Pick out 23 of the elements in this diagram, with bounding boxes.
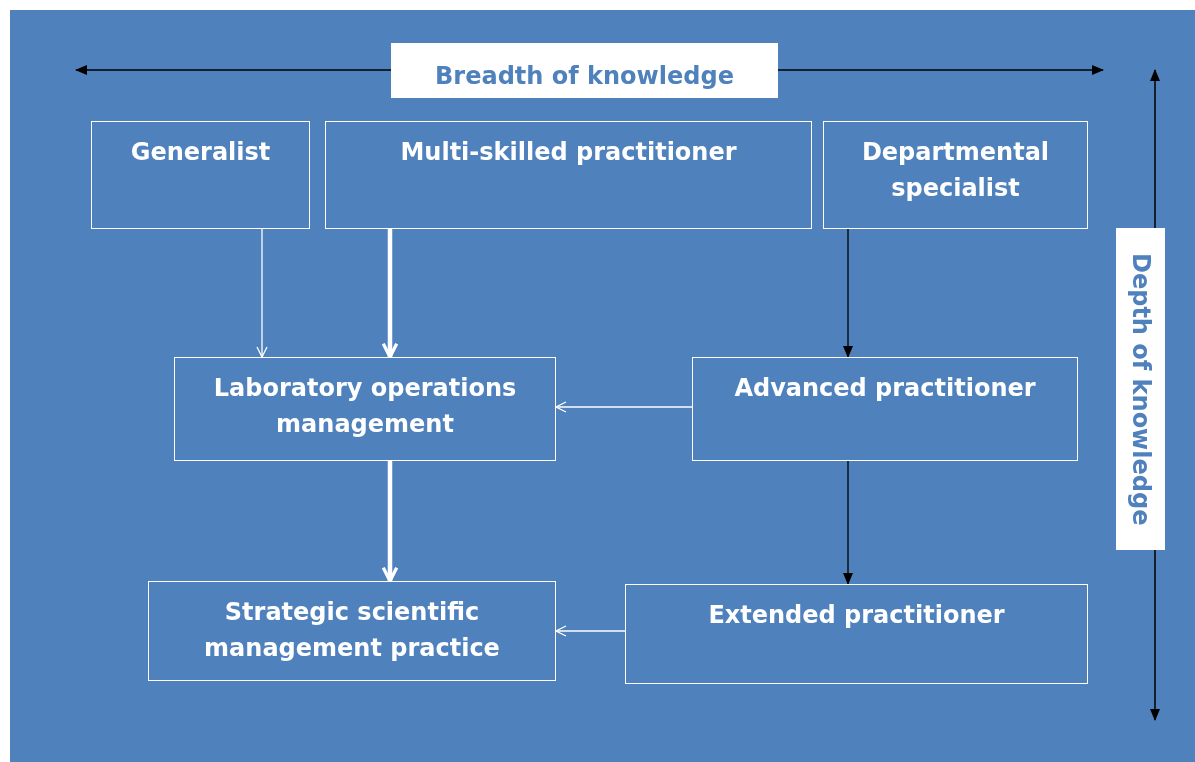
axis-label: Breadth of knowledge (391, 43, 778, 98)
box-text: Extended practitioner (708, 600, 1005, 631)
box-text: Laboratory operations management (212, 373, 518, 440)
process-box (325, 121, 812, 229)
process-box (692, 357, 1078, 461)
box-text: Departmental specialist (860, 137, 1051, 204)
process-box (91, 121, 310, 229)
axis-label: Depth of knowledge (1116, 228, 1165, 550)
arrow (256, 228, 268, 358)
process-box (823, 121, 1088, 229)
process-box (625, 584, 1088, 684)
box-text: Advanced practitioner (734, 373, 1036, 404)
box-text: Strategic scientific management practice (203, 597, 501, 664)
box-text: Generalist (130, 137, 271, 168)
process-box (148, 581, 556, 681)
arrow (381, 229, 399, 359)
arrow (843, 460, 853, 585)
arrow (555, 401, 693, 413)
arrow (381, 461, 399, 583)
process-box (174, 357, 556, 461)
arrow (555, 625, 626, 637)
box-text: Multi-skilled practitioner (400, 137, 737, 168)
arrow (843, 228, 853, 358)
